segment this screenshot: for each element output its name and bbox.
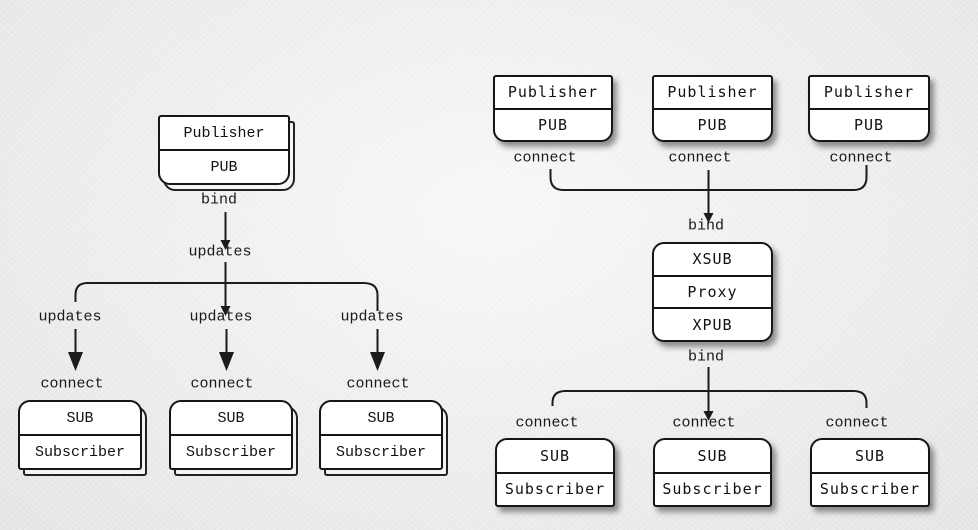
socket-row: PUB: [810, 107, 928, 141]
node-title: Publisher: [183, 124, 265, 142]
connect-label: connect: [672, 414, 736, 432]
proxy-node: XSUB Proxy XPUB: [652, 242, 773, 342]
arrowhead-large: [219, 352, 234, 371]
arrowhead-large: [68, 352, 83, 371]
node-title: Subscriber: [812, 471, 928, 506]
arrowhead-small: [703, 411, 714, 421]
socket-row: SUB: [367, 409, 395, 427]
connect-label: connect: [346, 375, 410, 393]
connect-label: connect: [825, 414, 889, 432]
arrowhead-small: [220, 240, 231, 250]
socket-row: XPUB: [654, 307, 771, 340]
subscriber-node: SUB Subscriber: [495, 438, 615, 507]
connect-label: connect: [513, 149, 577, 167]
bind-label: bind: [687, 217, 725, 235]
socket-row: SUB: [217, 409, 245, 427]
subscriber-node: SUB Subscriber: [810, 438, 930, 507]
connect-label: connect: [40, 375, 104, 393]
updates-label: updates: [189, 308, 253, 326]
socket-row: PUB: [654, 107, 771, 141]
node-title: Subscriber: [497, 471, 613, 506]
node-title: Publisher: [667, 83, 758, 102]
connect-label: connect: [515, 414, 579, 432]
bind-label: bind: [200, 191, 238, 209]
publisher-node: Publisher PUB: [493, 75, 613, 142]
node-title: Subscriber: [20, 434, 140, 468]
arrowhead-small: [220, 306, 231, 316]
connect-label: connect: [190, 375, 254, 393]
subscriber-node: SUB Subscriber: [319, 400, 443, 470]
subscriber-node: SUB Subscriber: [169, 400, 293, 470]
subscriber-node: SUB Subscriber: [653, 438, 772, 507]
arrowhead-large: [370, 352, 385, 371]
fanout-bar-left: [74, 282, 379, 311]
subscriber-node: SUB Subscriber: [18, 400, 142, 470]
node-title: Subscriber: [171, 434, 291, 468]
socket-row: PUB: [160, 149, 288, 183]
socket-row: SUB: [539, 446, 571, 465]
socket-row: SUB: [697, 446, 728, 465]
node-title: Publisher: [507, 83, 599, 102]
socket-row: SUB: [854, 446, 886, 465]
updates-label: updates: [188, 243, 252, 261]
node-title: Proxy: [654, 274, 771, 308]
publisher-node: Publisher PUB: [808, 75, 930, 142]
node-title: Subscriber: [321, 434, 441, 468]
publisher-node: Publisher PUB: [158, 115, 290, 185]
socket-row: XSUB: [692, 250, 733, 269]
connect-label: connect: [668, 149, 732, 167]
node-title: Publisher: [823, 83, 915, 102]
socket-row: SUB: [66, 409, 94, 427]
updates-label: updates: [38, 308, 102, 326]
updates-label: updates: [340, 308, 404, 326]
publisher-node: Publisher PUB: [652, 75, 773, 142]
arrowhead-small: [703, 213, 714, 223]
socket-row: PUB: [495, 107, 611, 141]
bind-label: bind: [687, 348, 725, 366]
node-title: Subscriber: [655, 471, 770, 506]
fanout-bar-right-bottom: [551, 390, 868, 408]
connect-label: connect: [829, 149, 893, 167]
